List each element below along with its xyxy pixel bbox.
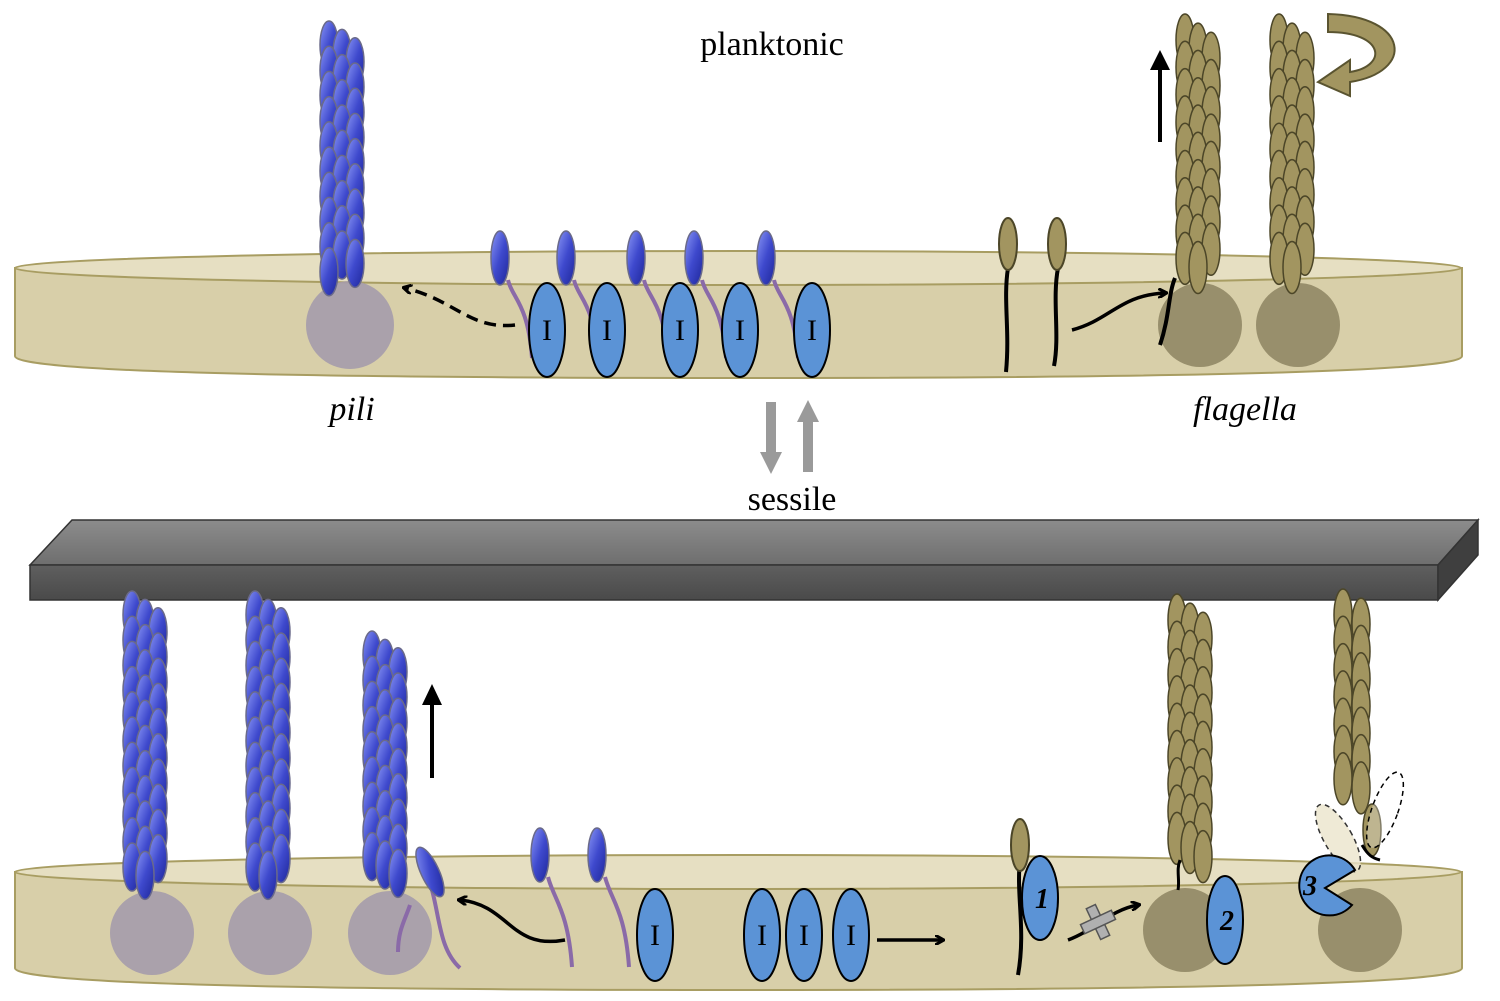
inhibitor-label: I <box>602 314 612 347</box>
inhibitor-I <box>636 888 674 982</box>
inhibitor-I <box>528 282 566 378</box>
pili-filament-top <box>319 20 365 297</box>
flagella-top-2-subunit <box>1282 240 1302 295</box>
inhibitor-label: I <box>807 314 817 347</box>
inhibitor-I <box>785 888 823 982</box>
pilin-stalk <box>603 876 631 968</box>
planktonic-label: planktonic <box>700 26 844 63</box>
pilin-stalk <box>430 889 462 970</box>
pili-top-subunit <box>345 238 365 289</box>
pilin-subunit <box>556 230 576 286</box>
inhibitor-label: I <box>757 919 767 952</box>
pilin-subunit <box>530 827 550 883</box>
step3-label: 3 <box>1302 871 1317 902</box>
pili-bottom-2-subunit <box>258 850 278 901</box>
pili-filaments-bottom <box>122 590 408 901</box>
pilin-subunit <box>626 230 646 286</box>
inhibitor-label: I <box>735 314 745 347</box>
pilin-subunit <box>587 827 607 883</box>
inhibitor-label: I <box>799 919 809 952</box>
inhibitor-I <box>832 888 870 982</box>
inhibitor-I <box>721 282 759 378</box>
inhibitor-I <box>743 888 781 982</box>
flagellin-subunits-top <box>998 217 1067 373</box>
pilin-assembly-arrow <box>460 900 566 944</box>
step2-label: 2 <box>1219 906 1234 937</box>
inhibitor-label: I <box>542 314 552 347</box>
pili-base-bottom-3 <box>348 891 432 975</box>
pilin-subunit <box>490 230 510 286</box>
flagella-base-top-2 <box>1256 283 1340 367</box>
pilin-subunit <box>756 230 776 286</box>
flagella-filaments-bottom <box>1167 588 1382 884</box>
pilin-stalk <box>396 904 412 953</box>
planktonic-panel: planktonic I I I I I <box>14 12 1463 428</box>
flagella-label: flagella <box>1193 391 1297 428</box>
pili-bottom-3-subunit <box>388 848 408 899</box>
pili-base-top <box>306 281 394 369</box>
pilin-stalk <box>546 876 574 968</box>
equilibrium-arrows-icon <box>760 400 819 474</box>
pili-top-subunit <box>319 247 339 297</box>
pili-label: pili <box>327 391 374 428</box>
step3-inhibitor: 3 <box>1298 854 1357 917</box>
inhibitor-I <box>793 282 831 378</box>
flagellin-export-arrow <box>1071 293 1165 332</box>
pili-bottom-1-subunit <box>135 850 155 901</box>
flagella-bottom-2-subunit <box>1351 761 1371 815</box>
up-arrow-icon <box>422 684 442 778</box>
flagella-base-bottom-1 <box>1143 888 1227 972</box>
flagellin-with-step1: 1 <box>1010 818 1059 976</box>
pilin-subunit <box>415 846 445 898</box>
flagella-bottom-1-subunit <box>1193 829 1213 884</box>
up-arrow-icon <box>1150 50 1170 142</box>
pilin-subunits-bottom <box>396 827 631 970</box>
pili-base-bottom-2 <box>228 891 312 975</box>
flagella-base-top-1 <box>1158 283 1242 367</box>
pilin-subunit <box>684 230 704 286</box>
attachment-surface <box>28 518 1480 602</box>
step1-label: 1 <box>1035 884 1049 915</box>
step2-inhibitor: 2 <box>1206 875 1244 965</box>
sessile-label: sessile <box>748 481 837 518</box>
inhibitor-label: I <box>650 919 660 952</box>
inhibitor-I <box>661 282 699 378</box>
assembly-arrow-dashed <box>405 288 516 328</box>
flagella-top-1-subunit <box>1188 240 1208 295</box>
blocked-cross-icon <box>1079 903 1117 941</box>
pili-base-bottom-1 <box>110 891 194 975</box>
inhibitor-I <box>588 282 626 378</box>
flagella-hook <box>1360 844 1381 862</box>
inhibitor-label: I <box>675 314 685 347</box>
inhibitor-label: I <box>846 919 856 952</box>
dislodged-flagellin-ghosts <box>1314 771 1405 873</box>
flagella-filaments-top <box>1175 13 1315 295</box>
flagella-bottom-2-subunit <box>1333 752 1353 806</box>
rotation-arrow-icon <box>1315 12 1396 98</box>
